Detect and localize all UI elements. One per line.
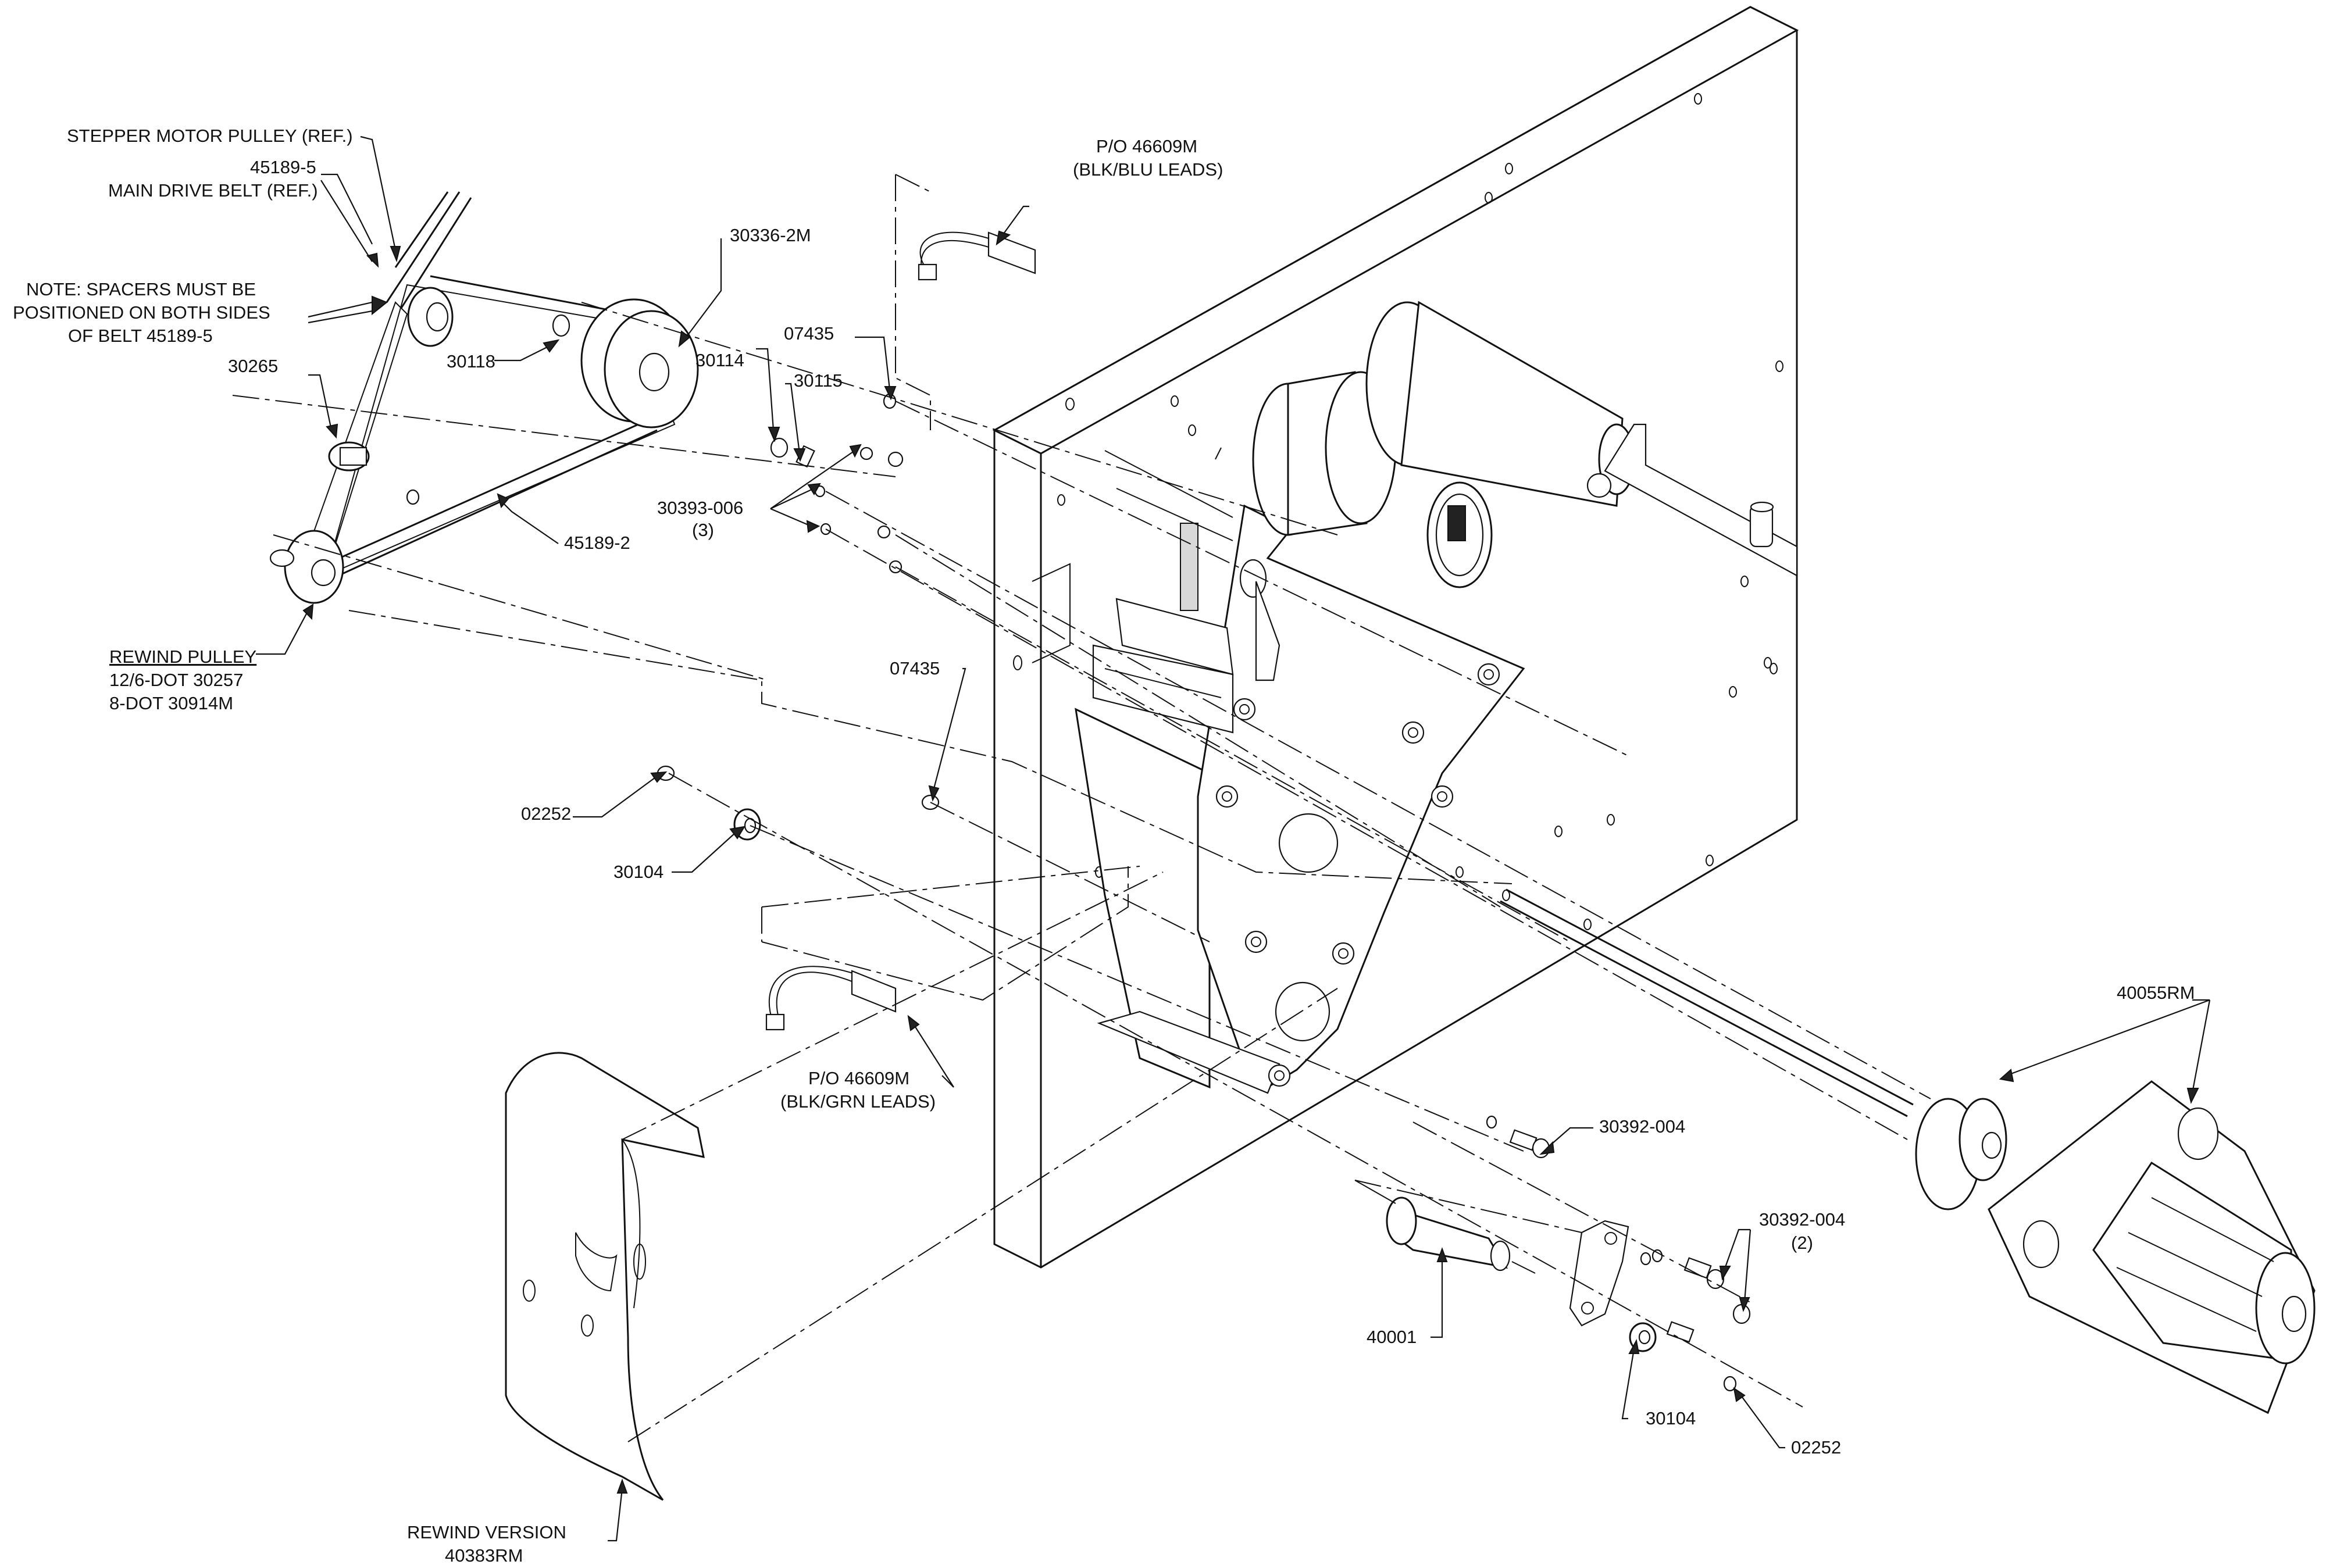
connector-blu [918, 231, 1036, 281]
label-rewind-version-1: REWIND VERSION [407, 1522, 566, 1542]
label-30118: 30118 [447, 351, 495, 372]
label-30265: 30265 [228, 356, 278, 376]
label-note-line1: NOTE: SPACERS MUST BE [26, 279, 256, 299]
label-stepper-motor-pulley: STEPPER MOTOR PULLEY (REF.) [67, 126, 353, 146]
lower-right-hardware [1354, 1115, 1751, 1392]
label-07435-top: 07435 [784, 323, 834, 344]
assembly-center-lines [232, 174, 1931, 1442]
label-main-belt-number: 45189-5 [250, 157, 316, 177]
label-07435-mid: 07435 [890, 658, 940, 678]
label-40001: 40001 [1367, 1327, 1417, 1347]
connector-grn [765, 966, 897, 1031]
label-note-line3: OF BELT 45189-5 [68, 326, 213, 346]
label-30392-004-single: 30392-004 [1599, 1116, 1685, 1137]
bracket-nuts [1215, 663, 1500, 1087]
label-40055rm: 40055RM [2117, 983, 2195, 1003]
screw-30392-004-b [1640, 1249, 1751, 1343]
center-bracket-assembly [1075, 450, 1525, 1094]
label-po-grn-1: P/O 46609M [808, 1068, 909, 1088]
drive-belt-assembly [269, 191, 940, 841]
label-po-blu-2: (BLK/BLU LEADS) [1073, 159, 1223, 180]
label-30336-2m: 30336-2M [730, 225, 811, 245]
label-02252-left: 02252 [521, 803, 571, 824]
label-po-blu-1: P/O 46609M [1096, 136, 1197, 156]
label-po-grn-2: (BLK/GRN LEADS) [780, 1091, 936, 1112]
label-30104-left: 30104 [613, 862, 663, 882]
label-30393-qty: (3) [692, 520, 714, 540]
label-30392-qty: (2) [1791, 1233, 1813, 1253]
label-30393-006: 30393-006 [657, 498, 743, 518]
rewind-spindle-40055RM [1500, 888, 2316, 1415]
label-02252-right: 02252 [1791, 1437, 1841, 1458]
label-30115: 30115 [794, 370, 843, 391]
label-45189-2: 45189-2 [564, 533, 630, 553]
label-30392-004-pair: 30392-004 [1759, 1209, 1845, 1230]
part-labels: STEPPER MOTOR PULLEY (REF.) 45189-5 MAIN… [13, 126, 2195, 1566]
rewind-cover [505, 1052, 705, 1501]
label-rewind-pulley-title: REWIND PULLEY [109, 647, 256, 667]
screw-30392-004-a [1486, 1115, 1550, 1159]
label-main-belt-name: MAIN DRIVE BELT (REF.) [108, 180, 318, 201]
leader-lines [256, 135, 2211, 1542]
label-rewind-version-2: 40383RM [445, 1545, 523, 1566]
label-rewind-pulley-12dot: 12/6-DOT 30257 [109, 670, 243, 690]
label-30114: 30114 [695, 350, 744, 370]
label-note-line2: POSITIONED ON BOTH SIDES [13, 302, 270, 323]
top-rollers [1252, 301, 1798, 588]
label-rewind-pulley-8dot: 8-DOT 30914M [109, 693, 233, 713]
label-30104-right: 30104 [1646, 1408, 1696, 1428]
